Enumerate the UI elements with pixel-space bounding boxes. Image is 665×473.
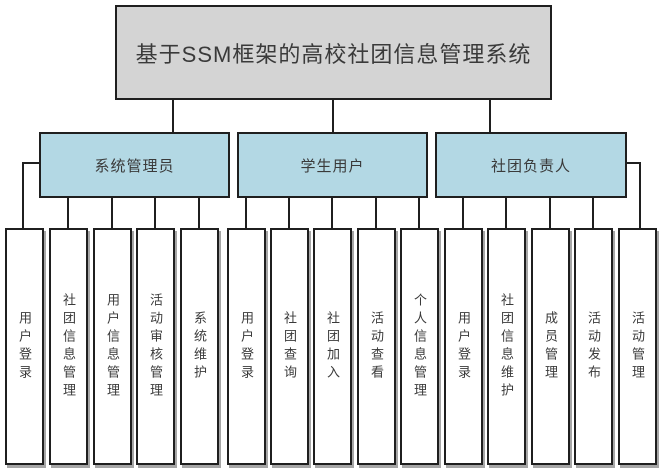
leaf-node-club-join: 社团加入 — [313, 228, 352, 465]
leaf-node-club-search: 社团查询 — [270, 228, 309, 465]
leaf-label: 用户登录 — [17, 310, 32, 383]
leaf-node-system-maintenance: 系统维护 — [180, 228, 219, 465]
connector-line — [22, 162, 24, 228]
connector-line — [462, 198, 464, 228]
leaf-node-student-user-login: 用户登录 — [227, 228, 266, 465]
connector-line — [639, 162, 641, 228]
root-node-system-title: 基于SSM框架的高校社团信息管理系统 — [115, 5, 552, 100]
connector-line — [111, 198, 113, 228]
connector-line — [592, 198, 594, 228]
connector-line — [331, 198, 333, 228]
connector-line — [172, 100, 174, 132]
leaf-label: 个人信息管理 — [412, 292, 427, 401]
leaf-node-admin-user-login: 用户登录 — [5, 228, 44, 465]
leaf-label: 社团信息维护 — [499, 292, 514, 401]
connector-line — [489, 100, 491, 132]
leaf-label: 用户信息管理 — [105, 292, 120, 401]
connector-line — [198, 198, 200, 228]
leaf-node-member-management: 成员管理 — [531, 228, 570, 465]
connector-line — [549, 198, 551, 228]
leaf-label: 用户登录 — [456, 310, 471, 383]
leaf-label: 用户登录 — [239, 310, 254, 383]
connector-line — [288, 198, 290, 228]
leaf-label: 成员管理 — [543, 310, 558, 383]
leaf-node-activity-management: 活动管理 — [618, 228, 657, 465]
connector-line — [627, 162, 641, 164]
branch-node-club-leader: 社团负责人 — [435, 132, 627, 198]
connector-line — [332, 100, 334, 132]
leaf-node-club-info-maintenance: 社团信息维护 — [487, 228, 526, 465]
leaf-label: 社团加入 — [325, 310, 340, 383]
connector-line — [154, 198, 156, 228]
leaf-label: 系统维护 — [192, 310, 207, 383]
leaf-label: 社团查询 — [282, 310, 297, 383]
connector-line — [22, 162, 39, 164]
leaf-node-personal-info-management: 个人信息管理 — [400, 228, 439, 465]
connector-line — [505, 198, 507, 228]
leaf-node-leader-user-login: 用户登录 — [444, 228, 483, 465]
leaf-node-activity-publish: 活动发布 — [574, 228, 613, 465]
leaf-node-activity-view: 活动查看 — [357, 228, 396, 465]
branch-node-system-admin: 系统管理员 — [39, 132, 230, 198]
connector-line — [375, 198, 377, 228]
connector-line — [245, 198, 247, 228]
leaf-node-user-info-management: 用户信息管理 — [93, 228, 132, 465]
leaf-label: 活动管理 — [630, 310, 645, 383]
leaf-node-club-info-management: 社团信息管理 — [49, 228, 88, 465]
branch-node-student-user: 学生用户 — [237, 132, 428, 198]
connector-line — [67, 198, 69, 228]
leaf-node-activity-review-management: 活动审核管理 — [136, 228, 175, 465]
leaf-label: 社团信息管理 — [61, 292, 76, 401]
leaf-label: 活动审核管理 — [148, 292, 163, 401]
connector-line — [418, 198, 420, 228]
leaf-label: 活动查看 — [369, 310, 384, 383]
leaf-label: 活动发布 — [586, 310, 601, 383]
